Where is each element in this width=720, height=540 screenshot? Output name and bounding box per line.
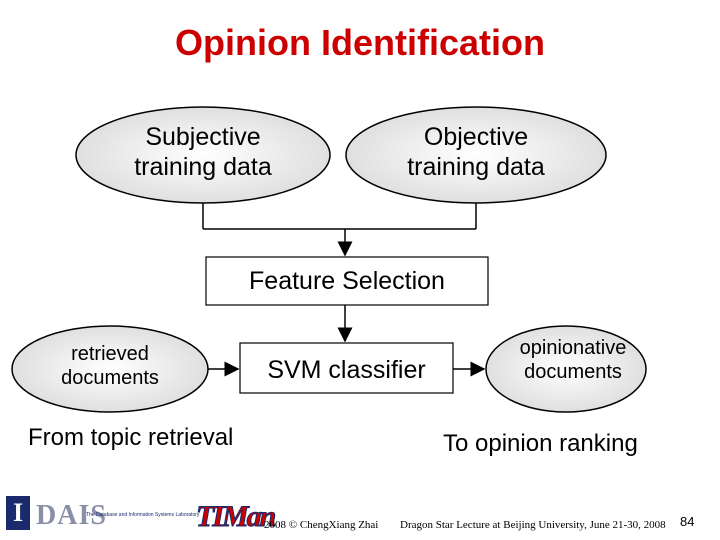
feature-selection-label: Feature Selection: [249, 267, 445, 295]
connector-lines: [202, 203, 486, 377]
dais-logo: DAIS: [36, 500, 107, 531]
dais-subtitle: The Database and Information Systems Lab…: [86, 512, 200, 518]
svm-classifier-box: [239, 342, 454, 394]
retrieved-documents-label: retrieved documents: [61, 343, 159, 389]
feature-selection-box: [205, 256, 489, 306]
subjective-data-label: Subjective training data: [134, 123, 272, 181]
timan-logo: TIMan: [195, 500, 276, 534]
footer-copyright: 2008 © ChengXiang Zhai: [264, 519, 379, 531]
opinionative-documents-node: [485, 325, 647, 413]
university-logo-icon: I: [6, 496, 30, 530]
objective-data-label: Objective training data: [407, 123, 545, 181]
to-opinion-ranking-note: To opinion ranking: [443, 430, 638, 457]
footer-lecture: Dragon Star Lecture at Beijing Universit…: [400, 519, 666, 531]
page-title: Opinion Identification: [175, 22, 545, 63]
opinionative-documents-label: opinionative documents: [519, 337, 627, 383]
svm-classifier-label: SVM classifier: [267, 356, 426, 384]
page-number: 84: [680, 514, 695, 529]
from-topic-retrieval-note: From topic retrieval: [28, 424, 234, 451]
